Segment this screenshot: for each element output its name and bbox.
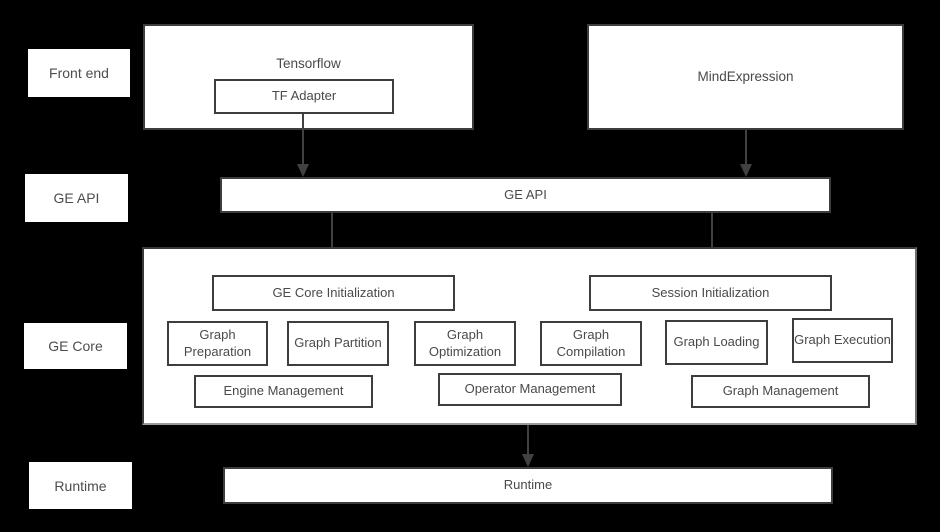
ge-core-container: GE Core Initialization Session Initializ…	[142, 247, 917, 425]
tensorflow-box	[143, 24, 474, 130]
arrow-ge-core-to-runtime	[527, 425, 529, 455]
runtime-bar: Runtime	[223, 467, 833, 504]
arrow-mindexpression-to-ge-api-head	[740, 164, 752, 177]
mindexpression-box: MindExpression	[587, 24, 904, 130]
graph-partition-box: Graph Partition	[287, 321, 389, 366]
layer-label-runtime: Runtime	[29, 462, 132, 509]
graph-compilation-box: Graph Compilation	[540, 321, 642, 366]
tf-adapter-box: TF Adapter	[214, 79, 394, 114]
graph-management-box: Graph Management	[691, 375, 870, 408]
arrow-tf-adapter-to-ge-api-head	[297, 164, 309, 177]
engine-management-box: Engine Management	[194, 375, 373, 408]
graph-optimization-box: Graph Optimization	[414, 321, 516, 366]
layer-label-ge-core: GE Core	[24, 323, 127, 369]
arrow-mindexpression-to-ge-api	[745, 130, 747, 165]
arrow-tf-adapter-to-ge-api	[302, 114, 304, 165]
ge-api-bar: GE API	[220, 177, 831, 213]
graph-execution-box: Graph Execution	[792, 318, 893, 363]
ge-core-initialization-box: GE Core Initialization	[212, 275, 455, 311]
session-initialization-box: Session Initialization	[589, 275, 832, 311]
graph-preparation-box: Graph Preparation	[167, 321, 268, 366]
arrow-ge-api-to-session-init	[711, 213, 713, 261]
graph-loading-box: Graph Loading	[665, 320, 768, 365]
operator-management-box: Operator Management	[438, 373, 622, 406]
arrow-ge-api-to-ge-core-init	[331, 213, 333, 263]
layer-label-front-end: Front end	[28, 49, 130, 97]
tensorflow-label: Tensorflow	[276, 55, 341, 71]
arrow-ge-core-to-runtime-head	[522, 454, 534, 467]
layer-label-ge-api: GE API	[25, 174, 128, 222]
